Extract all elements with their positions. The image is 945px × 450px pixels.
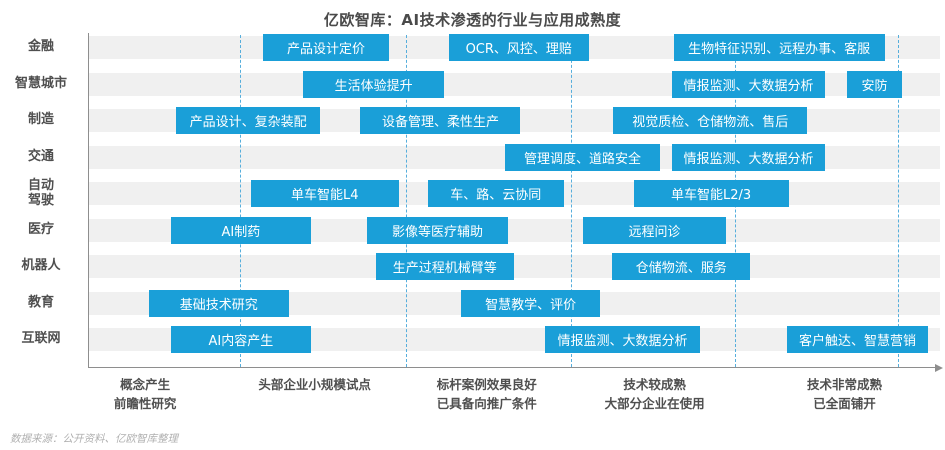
x-axis-arrow-icon	[935, 364, 943, 372]
application-box: 管理调度、道路安全	[505, 143, 660, 171]
stage-gridline	[240, 35, 242, 367]
stage-gridline	[405, 35, 407, 367]
application-box: OCR、风控、理赔	[448, 34, 589, 61]
application-box: AI内容产生	[170, 326, 312, 353]
maturity-chart: 金融智慧城市制造交通自动 驾驶医疗机器人教育互联网 产品设计定价 OCR、风控、理…	[0, 33, 945, 372]
row-label-6: 医疗	[27, 221, 54, 237]
application-box: 生物特征识别、远程办事、客服	[673, 34, 885, 61]
application-box: 车、路、云协同	[427, 180, 564, 207]
row-label-5: 自动 驾驶	[27, 178, 54, 208]
application-box: 远程问诊	[583, 216, 726, 244]
row-labels: 金融智慧城市制造交通自动 驾驶医疗机器人教育互联网	[0, 33, 88, 368]
application-box: 产品设计、复杂装配	[175, 107, 321, 134]
stage-label-4: 技术较成熟 大部分企业在使用	[604, 377, 705, 412]
stage-gridline	[898, 35, 900, 367]
application-box: 设备管理、柔性生产	[360, 107, 521, 134]
source-note: 数据来源：公开资料、亿欧智库整理	[10, 433, 178, 445]
row-label-3: 制造	[27, 112, 54, 128]
row-label-2: 智慧城市	[14, 75, 67, 91]
application-box: 安防	[847, 70, 902, 98]
application-box: 影像等医疗辅助	[367, 216, 508, 244]
row-label-4: 交通	[27, 148, 54, 164]
application-box: 生活体验提升	[303, 70, 444, 98]
application-box: 情报监测、大数据分析	[671, 143, 826, 171]
application-box: 基础技术研究	[148, 289, 289, 317]
application-box: 视觉质检、仓储物流、售后	[613, 107, 808, 134]
row-band	[89, 255, 940, 278]
stage-label-2: 头部企业小规模试点	[258, 377, 371, 392]
row-label-7: 机器人	[21, 258, 61, 274]
application-box: 仓储物流、服务	[612, 253, 751, 280]
application-box: AI制药	[170, 216, 312, 244]
application-box: 情报监测、大数据分析	[545, 326, 700, 353]
stage-gridline	[570, 35, 572, 367]
row-label-1: 金融	[27, 39, 54, 55]
application-box: 单车智能L2/3	[633, 180, 789, 207]
stage-label-1: 概念产生 前瞻性研究	[113, 377, 177, 412]
page-title: 亿欧智库：AI技术渗透的行业与应用成熟度	[323, 11, 622, 29]
stage-labels: 概念产生 前瞻性研究 头部企业小规模试点 标杆案例效果良好 已具备向推广条件 技术较成…	[88, 375, 940, 415]
application-box: 客户触达、智慧营销	[786, 326, 929, 353]
application-box: 智慧教学、评价	[460, 289, 601, 317]
stage-label-5: 技术非常成熟 已全面铺开	[807, 377, 883, 412]
row-label-9: 互联网	[21, 331, 61, 347]
application-box: 情报监测、大数据分析	[671, 70, 826, 98]
application-box: 生产过程机械臂等	[375, 253, 514, 280]
row-label-8: 教育	[27, 294, 54, 310]
application-box: 单车智能L4	[250, 180, 399, 207]
stage-label-3: 标杆案例效果良好 已具备向推广条件	[436, 377, 537, 412]
application-box: 产品设计定价	[263, 34, 389, 61]
